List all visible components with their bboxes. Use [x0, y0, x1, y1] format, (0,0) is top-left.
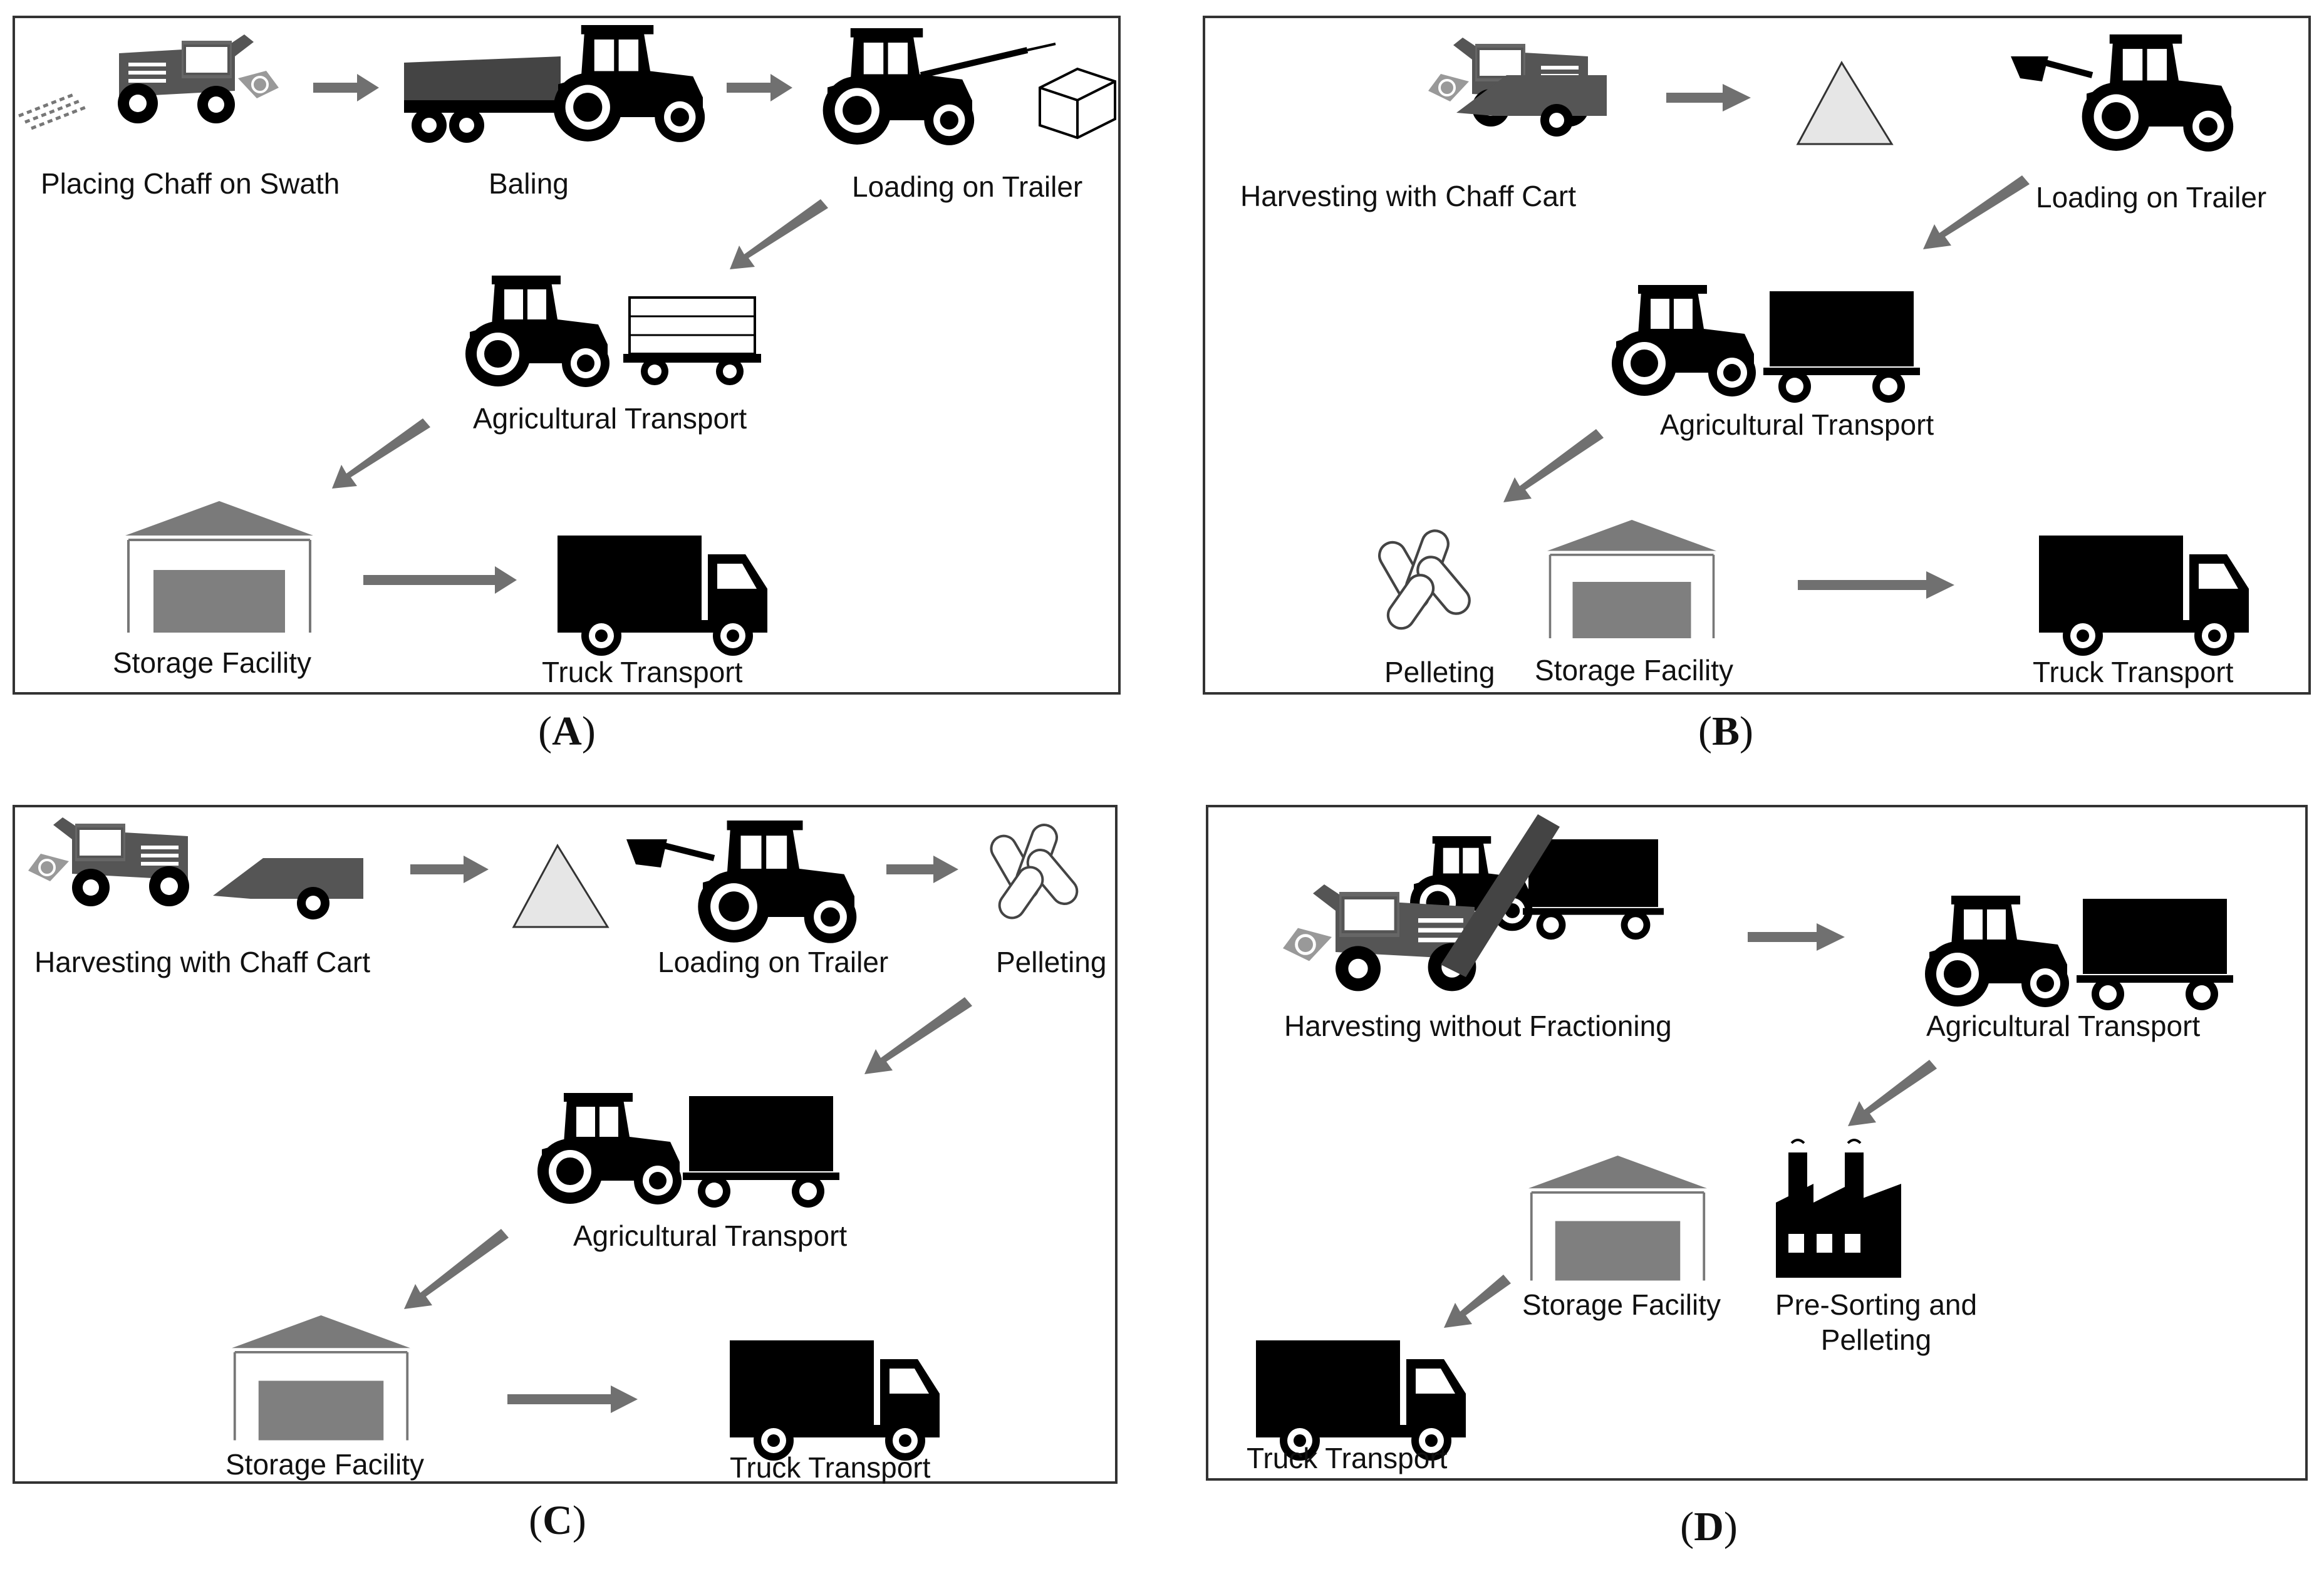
- panel-c-ag-tractor-icon: [537, 1093, 682, 1204]
- panel-d-unloading-auger-icon: [1441, 814, 1560, 977]
- label-storage-facility: Storage Facility: [1535, 654, 1734, 686]
- arrow: [886, 856, 958, 883]
- panel-a-frame: [13, 16, 1121, 695]
- panel-a-ag-tractor-icon: [465, 276, 610, 387]
- panel-a-caption: (A): [538, 708, 596, 754]
- panel-d-frame: [1206, 805, 2308, 1481]
- panel-b-loader-tractor-icon: [2082, 34, 2234, 152]
- label-baling: Baling: [489, 167, 569, 200]
- label-truck-transport: Truck Transport: [730, 1451, 931, 1484]
- panel-b-storage-icon: [1546, 519, 1718, 639]
- arrow: [1748, 923, 1845, 951]
- panel-a-open-trailer-icon: [622, 296, 762, 386]
- panel-d-ag-tractor-icon: [1925, 896, 2069, 1007]
- arrow: [410, 856, 489, 883]
- panel-b-frame: [1203, 16, 2311, 695]
- label-loading-on-trailer: Loading on Trailer: [2036, 181, 2267, 214]
- arrow: [313, 74, 379, 101]
- panel-b-trailer-icon: [1763, 291, 1920, 403]
- arrow: [1848, 1060, 1937, 1126]
- label-placing-chaff-on-swath: Placing Chaff on Swath: [41, 167, 340, 200]
- arrow: [1444, 1275, 1511, 1328]
- panel-a-loader-tractor-icon: [822, 28, 975, 145]
- arrow: [727, 74, 792, 101]
- label-agricultural-transport: Agricultural Transport: [473, 402, 747, 435]
- panel-c-frame: [13, 805, 1118, 1484]
- label-truck-transport: Truck Transport: [542, 656, 743, 688]
- panel-c-truck-icon: [730, 1340, 940, 1461]
- arrow: [1923, 175, 2030, 249]
- label-truck-transport: Truck Transport: [2033, 656, 2234, 688]
- panel-c-storage-icon: [231, 1314, 412, 1442]
- label-truck-transport: Truck Transport: [1247, 1442, 1448, 1474]
- arrow: [507, 1385, 638, 1413]
- panel-c-trailer-icon: [683, 1096, 839, 1208]
- panel-c-loader-tractor-icon: [698, 821, 857, 943]
- label-pre-sorting-and-pelleting: Pre-Sorting and Pelleting: [1775, 1288, 1978, 1356]
- panel-a-bale-icon: [1039, 68, 1116, 139]
- panel-a-loader-arm-icon: [920, 43, 1056, 78]
- panel-d-caption: (D): [1680, 1504, 1738, 1550]
- panel-d-trailer-icon: [2077, 899, 2233, 1010]
- label-storage-facility: Storage Facility: [1522, 1288, 1721, 1321]
- panel-b-bucket-icon: [2011, 56, 2093, 81]
- arrow: [1798, 571, 1954, 599]
- label-harvesting-with-chaff-cart: Harvesting with Chaff Cart: [1240, 180, 1577, 212]
- panel-a-chaff-spread-icon: [18, 92, 88, 130]
- panel-b-arrows: [1503, 84, 2030, 599]
- panel-d-factory-icon: [1775, 1139, 1902, 1279]
- panel-b-ag-tractor-icon: [1612, 285, 1756, 396]
- panel-b-caption: (B): [1698, 708, 1753, 754]
- arrow: [1503, 429, 1604, 502]
- label-loading-on-trailer: Loading on Trailer: [852, 170, 1083, 203]
- label-harvesting-with-chaff-cart: Harvesting with Chaff Cart: [34, 946, 371, 978]
- label-storage-facility: Storage Facility: [113, 646, 312, 679]
- label-pelleting: Pelleting: [996, 946, 1107, 978]
- panel-a-truck-icon: [558, 536, 767, 656]
- panel-a-baling-tractor-icon: [553, 25, 705, 142]
- label-agricultural-transport: Agricultural Transport: [573, 1219, 848, 1252]
- arrow: [363, 566, 517, 594]
- panel-c-chaff-cart-icon: [213, 858, 363, 919]
- panel-a-storage-icon: [124, 500, 314, 634]
- panel-d-arrows: [1444, 923, 1937, 1328]
- label-pelleting: Pelleting: [1384, 656, 1495, 688]
- panel-b-truck-icon: [2039, 536, 2249, 656]
- label-agricultural-transport: Agricultural Transport: [1660, 408, 1934, 441]
- label-harvesting-without-fractioning: Harvesting without Fractioning: [1284, 1010, 1672, 1042]
- panel-a-arrows: [313, 74, 828, 594]
- panel-d-storage-icon: [1527, 1154, 1708, 1282]
- panel-c-bucket-icon: [626, 839, 715, 867]
- panel-c-chaff-pile-icon: [512, 844, 609, 928]
- arrow: [404, 1229, 509, 1309]
- label-agricultural-transport: Agricultural Transport: [1926, 1010, 2201, 1042]
- label-storage-facility: Storage Facility: [226, 1448, 425, 1481]
- panel-a-combine-icon: [117, 33, 280, 125]
- panel-c-pellets-icon: [985, 820, 1084, 924]
- arrow: [730, 199, 828, 269]
- arrow: [864, 997, 972, 1074]
- panel-b-chaff-pile-icon: [1797, 61, 1893, 145]
- panel-c-caption: (C): [529, 1498, 586, 1543]
- arrow: [1666, 84, 1751, 111]
- panel-c-combine-icon: [27, 816, 190, 908]
- panel-b-pellets-icon: [1374, 527, 1475, 634]
- panel-c-arrows: [404, 856, 972, 1413]
- panel-a-baler-icon: [404, 56, 561, 143]
- arrow: [332, 418, 430, 489]
- label-loading-on-trailer: Loading on Trailer: [658, 946, 889, 978]
